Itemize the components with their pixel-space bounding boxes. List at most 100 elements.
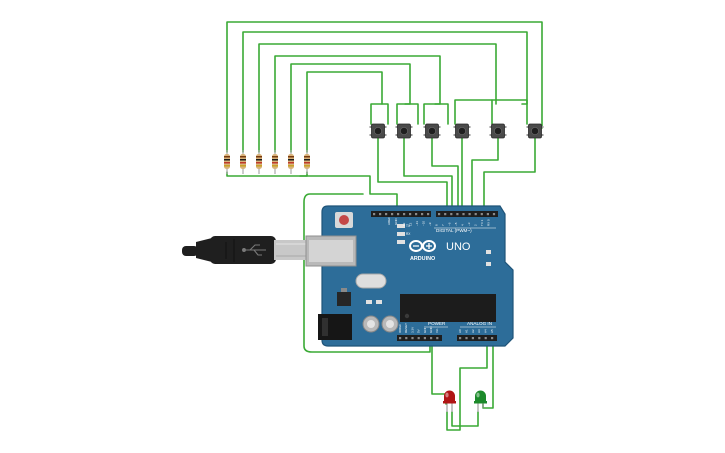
usb-cable-strain — [182, 246, 198, 256]
header-pin[interactable] — [421, 213, 424, 216]
pin-label: ~6 — [448, 222, 452, 226]
header-pin[interactable] — [409, 213, 412, 216]
pin-label: GND — [423, 326, 427, 334]
resistor[interactable] — [272, 150, 278, 174]
pin-label: TX 1 — [480, 219, 484, 226]
header-pin[interactable] — [436, 337, 439, 340]
resistor-array — [224, 150, 310, 174]
header-pin[interactable] — [415, 213, 418, 216]
header-pin[interactable] — [459, 337, 462, 340]
header-pin[interactable] — [456, 213, 459, 216]
resistor[interactable] — [288, 150, 294, 174]
header-pin[interactable] — [399, 337, 402, 340]
wire-btn5-pin[interactable] — [471, 137, 499, 213]
header-pin[interactable] — [486, 213, 489, 216]
header-pin[interactable] — [478, 337, 481, 340]
wire-jumper-2[interactable] — [396, 103, 419, 125]
header-pin[interactable] — [491, 337, 494, 340]
tx-label: TX — [406, 224, 411, 228]
wire-loop-6[interactable] — [306, 71, 383, 153]
header-pin[interactable] — [462, 213, 465, 216]
wire-loop-3[interactable] — [258, 43, 497, 153]
wire-jumper-1[interactable] — [370, 103, 389, 125]
pin-label: ~10 — [422, 221, 426, 226]
header-pin[interactable] — [471, 337, 474, 340]
wire-jumper-5[interactable] — [491, 99, 528, 125]
pin-label: GND — [429, 326, 433, 334]
header-pin[interactable] — [438, 213, 441, 216]
wire-jumper-3[interactable] — [423, 103, 449, 125]
wire-btn3-pin[interactable] — [431, 137, 459, 213]
led-green[interactable] — [474, 390, 487, 413]
header-pin[interactable] — [450, 213, 453, 216]
header-pin[interactable] — [417, 337, 420, 340]
usb-plug-grip — [225, 239, 235, 262]
wire-green-led-a0[interactable] — [446, 337, 488, 431]
pin-label: 8 — [435, 224, 439, 226]
digital-header-right — [436, 211, 498, 217]
pushbutton[interactable] — [423, 123, 441, 139]
header-pin[interactable] — [468, 213, 471, 216]
header-pin[interactable] — [379, 213, 382, 216]
resistor[interactable] — [304, 150, 310, 174]
header-pin[interactable] — [492, 213, 496, 216]
header-pin[interactable] — [373, 213, 376, 216]
pushbutton[interactable] — [453, 123, 471, 139]
header-pin[interactable] — [484, 337, 487, 340]
header-pin[interactable] — [411, 337, 414, 340]
usb-cable[interactable] — [182, 236, 308, 264]
wire-loop-2[interactable] — [242, 31, 528, 153]
pin-label: Vin — [435, 328, 439, 333]
wire-bus-to-gnd[interactable] — [299, 175, 398, 213]
header-pin[interactable] — [403, 213, 406, 216]
resistor[interactable] — [256, 150, 262, 174]
header-pin[interactable] — [405, 337, 408, 340]
wire-red-led-gnd[interactable] — [431, 337, 447, 405]
resistor[interactable] — [224, 150, 230, 174]
header-pin[interactable] — [385, 213, 388, 216]
header-pin[interactable] — [474, 213, 477, 216]
pushbutton-row — [369, 123, 544, 139]
rx-label: RX — [406, 232, 411, 236]
wire-btn6-pin[interactable] — [483, 137, 536, 213]
pin-label: A1 — [464, 329, 468, 333]
led-red[interactable] — [443, 390, 456, 413]
header-pin[interactable] — [465, 337, 468, 340]
pushbutton[interactable] — [369, 123, 387, 139]
pin-label: A0 — [458, 329, 462, 333]
wire-btn2-pin[interactable] — [403, 137, 453, 213]
wire-5v-loop[interactable] — [303, 193, 431, 353]
aref-label: AREF — [387, 217, 391, 225]
header-pin[interactable] — [397, 213, 400, 216]
header-pin[interactable] — [430, 337, 433, 340]
pushbutton[interactable] — [526, 123, 544, 139]
pin-label: 13 — [402, 222, 406, 226]
wire-resistor-bus[interactable] — [226, 171, 308, 177]
pin-label: IOREF — [398, 324, 402, 333]
header-pin[interactable] — [391, 213, 394, 216]
usb-cable-taper — [196, 238, 212, 262]
pin-label: 7 — [441, 224, 445, 226]
wire-btn1-pin[interactable] — [377, 137, 448, 213]
arduino-brand: ARDUINO — [410, 256, 435, 262]
pin-label: A2 — [471, 329, 475, 333]
gnd-label: GND — [394, 218, 398, 226]
resistor[interactable] — [240, 150, 246, 174]
wire-loop-5[interactable] — [290, 63, 411, 153]
header-pin[interactable] — [423, 337, 426, 340]
crystal-oscillator — [355, 273, 387, 289]
wire-led-loop[interactable] — [451, 411, 479, 427]
header-pin[interactable] — [444, 213, 447, 216]
digital-label: DIGITAL (PWM~) — [436, 228, 472, 233]
header-pin[interactable] — [427, 213, 430, 216]
pushbutton[interactable] — [395, 123, 413, 139]
wire-jumper-4[interactable] — [454, 99, 493, 125]
wire-loop-1[interactable] — [226, 21, 543, 153]
pushbutton[interactable] — [489, 123, 507, 139]
header-pin[interactable] — [480, 213, 483, 216]
